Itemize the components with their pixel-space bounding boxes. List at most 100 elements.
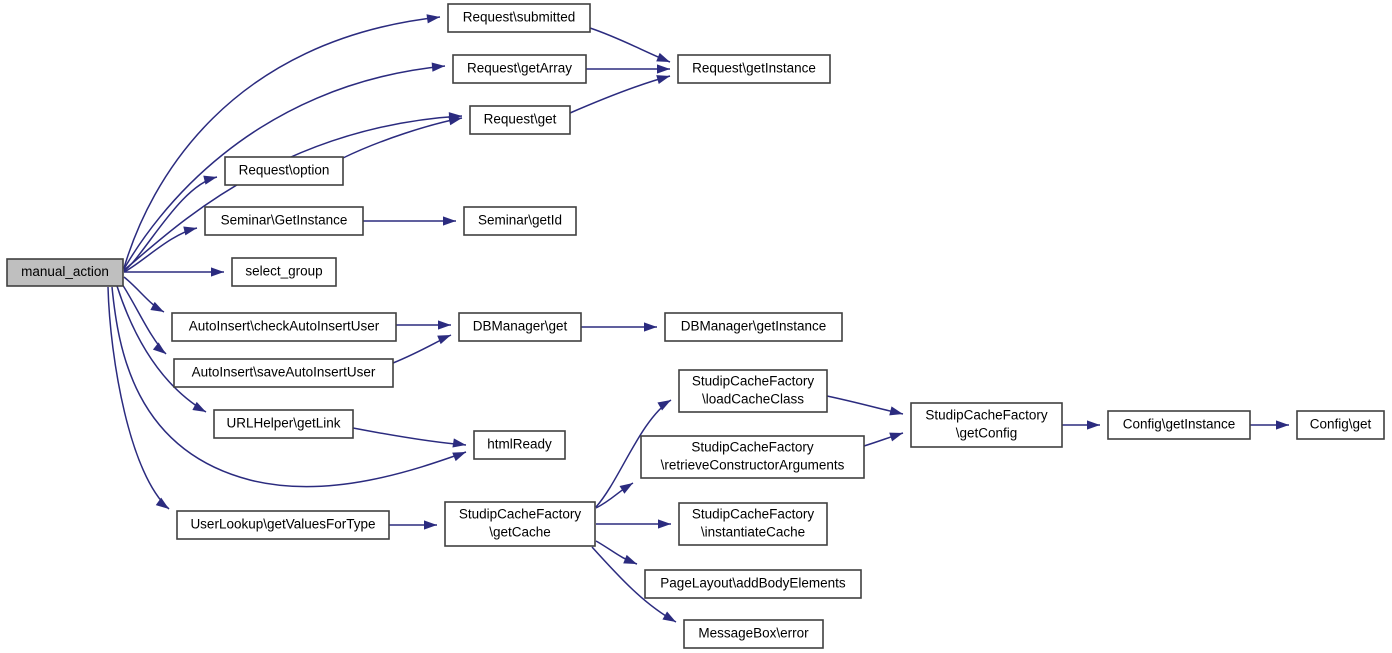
edge-manual_action-to-request_submitted (123, 16, 441, 269)
node-box-scf_retrieveargs[interactable] (640, 435, 865, 479)
arrowhead (448, 116, 462, 126)
arrowhead (211, 267, 224, 277)
node-box-request_getinstance[interactable] (677, 54, 831, 84)
node-scf_getcache[interactable]: StudipCacheFactory \getCache (444, 501, 596, 547)
node-box-request_submitted[interactable] (447, 3, 591, 33)
node-messagebox_error[interactable]: MessageBox\error (683, 619, 824, 649)
node-box-urlhelper_getlink[interactable] (213, 409, 354, 439)
node-label-select_group: select_group (245, 264, 322, 279)
node-box-config_getinstance[interactable] (1107, 410, 1251, 440)
node-request_getinstance[interactable]: Request\getInstance (677, 54, 831, 84)
node-label-request_getarray: Request\getArray (467, 61, 572, 76)
node-autoinsert_save[interactable]: AutoInsert\saveAutoInsertUser (173, 358, 394, 388)
arrowhead (656, 75, 670, 85)
node-label-seminar_getinstance: Seminar\GetInstance (221, 213, 348, 228)
node-label-scf_getconfig: StudipCacheFactory (925, 408, 1048, 423)
node-pagelayout_addbody[interactable]: PageLayout\addBodyElements (644, 569, 862, 599)
node-scf_getconfig[interactable]: StudipCacheFactory\getConfig (910, 402, 1063, 448)
node-box-seminar_getid[interactable] (463, 206, 577, 236)
node-box-seminar_getinstance[interactable] (204, 206, 364, 236)
edge-request_submitted-to-request_getinstance (589, 27, 671, 63)
node-box-userlookup_values[interactable] (176, 510, 390, 540)
node-label-scf_instantiate: \instantiateCache (701, 525, 805, 540)
node-label-config_get: Config\get (1310, 417, 1372, 432)
node-label-messagebox_error: MessageBox\error (698, 626, 809, 641)
node-request_submitted[interactable]: Request\submitted (447, 3, 591, 33)
arrowhead (656, 52, 670, 62)
arrowhead (1087, 420, 1100, 430)
node-label-request_get: Request\get (484, 112, 557, 127)
node-label-scf_retrieveargs: \retrieveConstructorArguments (661, 458, 845, 473)
node-label-userlookup_values: UserLookup\getValuesForType (190, 517, 375, 532)
arrowhead (443, 216, 456, 226)
arrowhead (662, 611, 676, 622)
node-scf_instantiate[interactable]: StudipCacheFactory\instantiateCache (678, 502, 828, 546)
node-config_getinstance[interactable]: Config\getInstance (1107, 410, 1251, 440)
node-box-scf_getconfig[interactable] (910, 402, 1063, 448)
node-box-dbmanager_get[interactable] (458, 312, 582, 342)
arrowhead (192, 401, 206, 412)
node-label-scf_loadcacheclass: \loadCacheClass (702, 392, 804, 407)
node-label-manual_action: manual_action (21, 264, 109, 279)
node-box-pagelayout_addbody[interactable] (644, 569, 862, 599)
edge-manual_action-to-autoinsert_save (121, 283, 167, 355)
node-box-messagebox_error[interactable] (683, 619, 824, 649)
arrowhead (619, 483, 633, 494)
node-request_option[interactable]: Request\option (224, 156, 344, 186)
node-seminar_getinstance[interactable]: Seminar\GetInstance (204, 206, 364, 236)
node-label-autoinsert_save: AutoInsert\saveAutoInsertUser (192, 365, 376, 380)
node-urlhelper_getlink[interactable]: URLHelper\getLink (213, 409, 354, 439)
node-box-request_getarray[interactable] (452, 54, 587, 84)
arrowhead (452, 452, 466, 462)
node-request_getarray[interactable]: Request\getArray (452, 54, 587, 84)
edge-urlhelper_getlink-to-htmlready (352, 427, 467, 446)
edge-manual_action-to-userlookup_values (107, 286, 170, 510)
node-label-scf_retrieveargs: StudipCacheFactory (691, 440, 814, 455)
node-label-scf_getcache: StudipCacheFactory (459, 507, 582, 522)
node-box-autoinsert_save[interactable] (173, 358, 394, 388)
node-label-scf_getcache: \getCache (489, 525, 551, 540)
node-select_group[interactable]: select_group (231, 257, 337, 287)
node-dbmanager_getinst[interactable]: DBManager\getInstance (664, 312, 843, 342)
node-box-manual_action[interactable] (6, 258, 124, 287)
node-autoinsert_check[interactable]: AutoInsert\checkAutoInsertUser (171, 312, 397, 342)
node-label-urlhelper_getlink: URLHelper\getLink (226, 416, 340, 431)
node-box-htmlready[interactable] (473, 430, 566, 460)
node-htmlready[interactable]: htmlReady (473, 430, 566, 460)
arrowhead (152, 342, 166, 354)
node-box-scf_loadcacheclass[interactable] (678, 369, 828, 413)
node-box-config_get[interactable] (1296, 410, 1385, 440)
node-box-request_option[interactable] (224, 156, 344, 186)
node-scf_retrieveargs[interactable]: StudipCacheFactory \retrieveConstructorAr… (640, 435, 865, 479)
edge-manual_action-to-request_get (123, 115, 463, 271)
node-box-scf_getcache[interactable] (444, 501, 596, 547)
arrowhead (438, 320, 451, 330)
arrowhead (431, 62, 445, 72)
node-dbmanager_get[interactable]: DBManager\get (458, 312, 582, 342)
node-label-request_option: Request\option (239, 163, 330, 178)
node-box-select_group[interactable] (231, 257, 337, 287)
node-config_get[interactable]: Config\get (1296, 410, 1385, 440)
arrowhead (150, 301, 164, 312)
node-box-request_get[interactable] (469, 105, 571, 135)
edge-request_option-to-request_get (342, 117, 463, 159)
node-label-request_submitted: Request\submitted (463, 10, 576, 25)
arrowhead (426, 14, 440, 24)
node-manual_action[interactable]: manual_action (6, 258, 124, 287)
node-userlookup_values[interactable]: UserLookup\getValuesForType (176, 510, 390, 540)
node-box-scf_instantiate[interactable] (678, 502, 828, 546)
node-seminar_getid[interactable]: Seminar\getId (463, 206, 577, 236)
arrowhead (889, 406, 903, 416)
arrowhead (657, 400, 671, 411)
arrowhead (183, 226, 197, 236)
node-request_get[interactable]: Request\get (469, 105, 571, 135)
node-label-pagelayout_addbody: PageLayout\addBodyElements (660, 576, 846, 591)
arrowhead (644, 322, 657, 332)
node-box-dbmanager_getinst[interactable] (664, 312, 843, 342)
arrowhead (424, 520, 437, 530)
node-label-dbmanager_getinst: DBManager\getInstance (681, 319, 827, 334)
arrowhead (658, 519, 671, 529)
node-scf_loadcacheclass[interactable]: StudipCacheFactory\loadCacheClass (678, 369, 828, 413)
node-box-autoinsert_check[interactable] (171, 312, 397, 342)
